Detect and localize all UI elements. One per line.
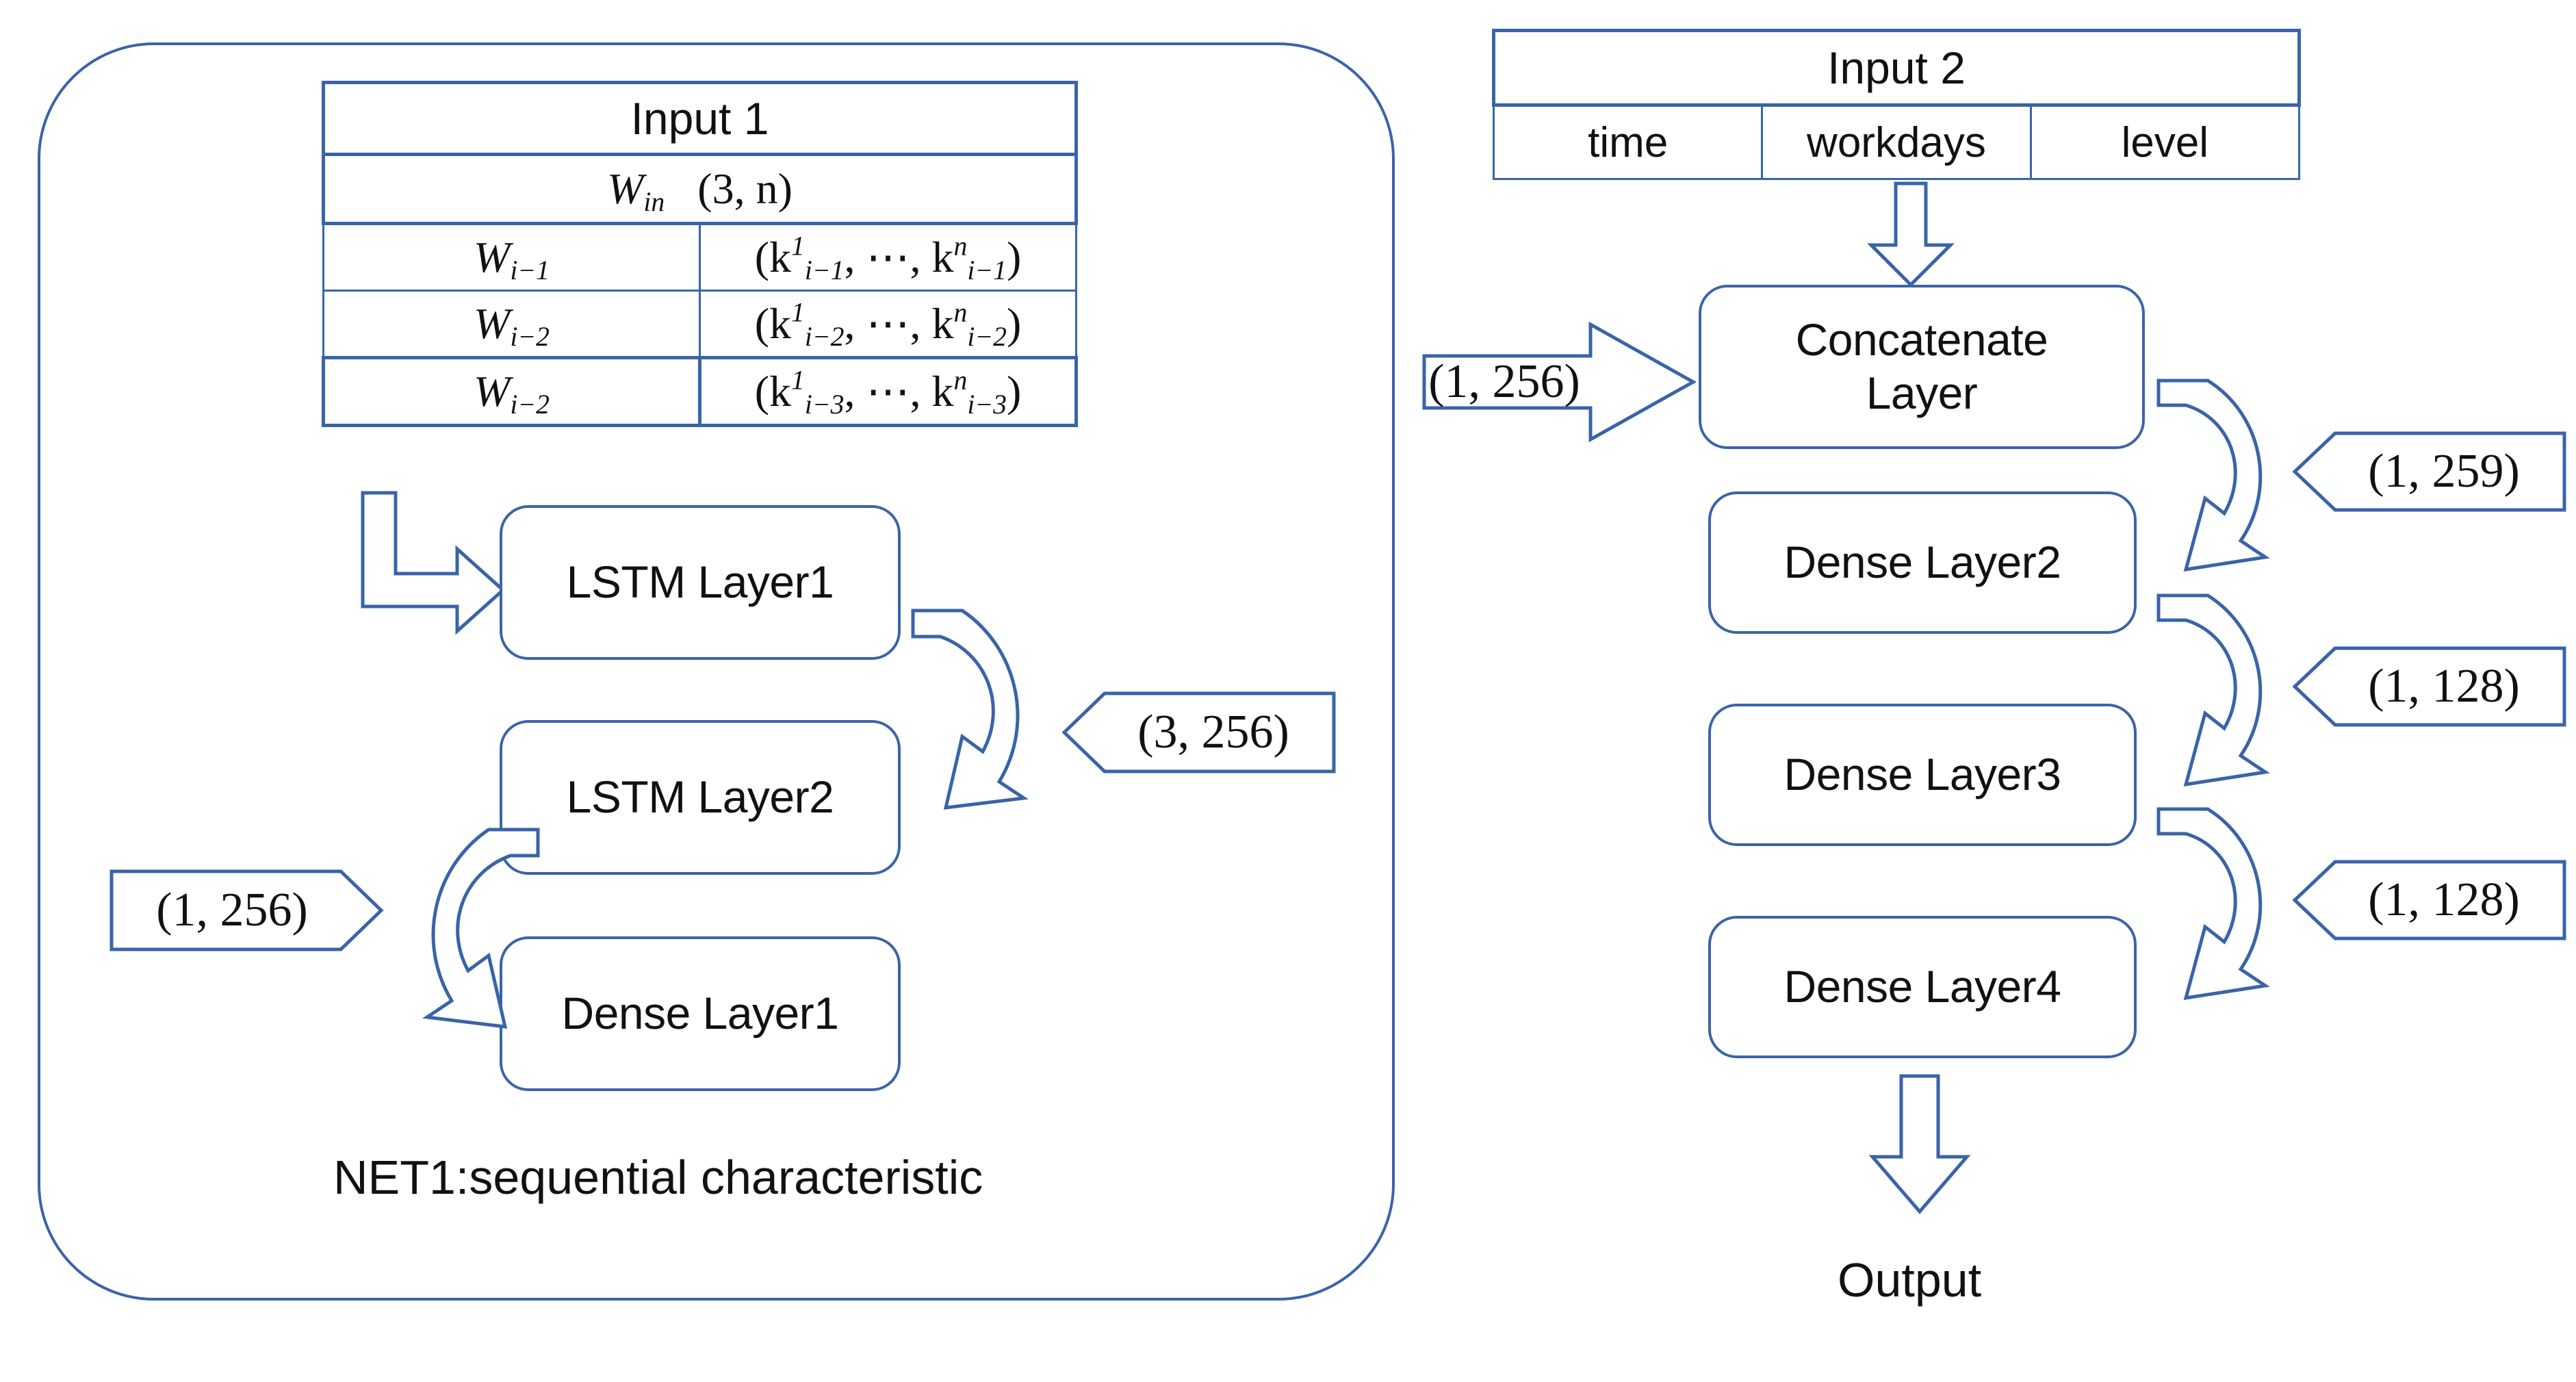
dense-layer3-label: Dense Layer3 (1783, 749, 2061, 800)
table-row: Wi−2 (k1i−3, ⋯, kni−3) (322, 356, 1078, 427)
input2-table: Input 2 time workdays level (1492, 29, 2301, 180)
shape-label-1-256-net1-text: (1, 256) (156, 884, 308, 936)
concatenate-layer-label-line2: Layer (1866, 368, 1978, 418)
lstm-layer1-label: LSTM Layer1 (566, 556, 834, 608)
shape-label-1-128-b: (1, 128) (2292, 860, 2566, 940)
concatenate-layer-box[interactable]: Concatenate Layer (1699, 285, 2145, 449)
pentagon-left-icon (1061, 691, 1336, 773)
curved-arrow-lstm2-to-dense1-icon (422, 828, 540, 1029)
concatenate-layer-label-line1: Concatenate (1795, 314, 2048, 366)
pentagon-right-icon (110, 869, 384, 951)
input2-col-time: time (1492, 104, 1764, 180)
pentagon-left-icon (2292, 860, 2566, 940)
dense-layer2-label: Dense Layer2 (1783, 537, 2061, 588)
input1-row1-label: Wi−2 (322, 290, 701, 359)
curved-arrow-lstm1-to-lstm2-icon (911, 609, 1029, 810)
down-arrow-output-icon (1868, 1074, 1971, 1214)
input1-table: Input 1 Win (3, n) Wi−1 (k1i−1, ⋯, kni−1… (322, 81, 1078, 427)
input1-subheader-math: Win (3, n) (607, 164, 793, 218)
input2-col-workdays: workdays (1761, 104, 2032, 180)
lstm-layer1-box[interactable]: LSTM Layer1 (500, 505, 901, 660)
output-label: Output (1838, 1253, 1982, 1307)
input2-col-level: level (2029, 104, 2301, 180)
shape-label-1-256-net1: (1, 256) (110, 869, 384, 951)
shape-label-1-128-b-text: (1, 128) (2368, 873, 2520, 926)
shape-label-1-128-a: (1, 128) (2292, 646, 2566, 727)
shape-label-1-256-net2-text: (1, 256) (1428, 355, 1580, 408)
elbow-arrow-icon (361, 491, 506, 635)
dense-layer2-box[interactable]: Dense Layer2 (1708, 491, 2137, 634)
input1-subheader: Win (3, n) (322, 153, 1078, 225)
lstm-layer2-label: LSTM Layer2 (566, 771, 834, 823)
input1-row2-label: Wi−2 (322, 356, 701, 427)
input1-row0-label: Wi−1 (322, 222, 701, 292)
curved-arrow-dense3-to-dense4-icon (2156, 807, 2270, 1001)
lstm-layer2-box[interactable]: LSTM Layer2 (500, 720, 901, 875)
table-row: time workdays level (1492, 104, 2301, 180)
net1-container (38, 42, 1395, 1301)
pentagon-left-icon (2292, 646, 2566, 727)
dense-layer3-box[interactable]: Dense Layer3 (1708, 704, 2137, 846)
input1-row2-value: (k1i−3, ⋯, kni−3) (698, 356, 1078, 427)
dense-layer1-label: Dense Layer1 (561, 988, 839, 1039)
curved-arrow-concat-to-dense2-icon (2156, 379, 2270, 572)
shape-label-3-256-text: (3, 256) (1137, 706, 1289, 758)
shape-label-1-259-text: (1, 259) (2368, 445, 2520, 498)
block-arrow-right-icon (1422, 321, 1697, 443)
shape-label-1-256-net2: (1, 256) (1422, 320, 1697, 444)
shape-label-1-128-a-text: (1, 128) (2368, 660, 2520, 713)
dense-layer1-box[interactable]: Dense Layer1 (500, 936, 901, 1091)
pentagon-left-icon (2292, 431, 2566, 512)
input1-row1-value: (k1i−2, ⋯, kni−2) (699, 290, 1077, 359)
table-row: Wi−1 (k1i−1, ⋯, kni−1) (322, 222, 1077, 292)
shape-label-3-256: (3, 256) (1061, 691, 1336, 773)
curved-arrow-dense2-to-dense3-icon (2156, 593, 2270, 787)
input1-header: Input 1 (322, 81, 1078, 156)
down-arrow-input2-icon (1866, 181, 1955, 287)
net1-caption: NET1:sequential characteristic (333, 1151, 983, 1204)
input1-row0-value: (k1i−1, ⋯, kni−1) (699, 222, 1077, 292)
shape-label-1-259: (1, 259) (2292, 431, 2566, 512)
dense-layer4-box[interactable]: Dense Layer4 (1708, 916, 2137, 1058)
table-row: Wi−2 (k1i−2, ⋯, kni−2) (322, 290, 1077, 359)
dense-layer4-label: Dense Layer4 (1783, 961, 2061, 1012)
input2-header: Input 2 (1492, 29, 2301, 107)
